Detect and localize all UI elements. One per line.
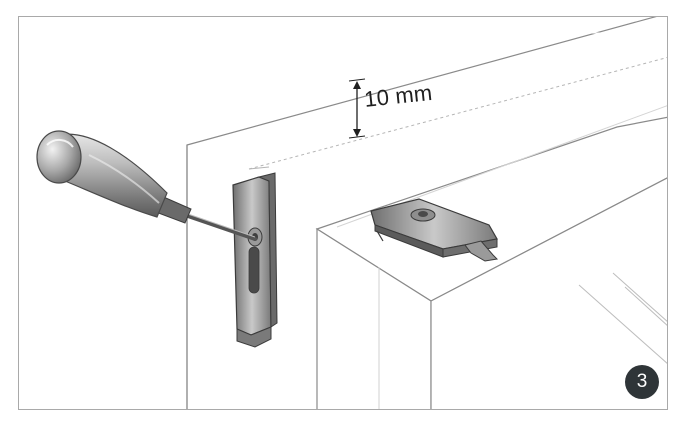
installation-illustration <box>19 17 667 409</box>
step-number-badge: 3 <box>625 365 659 399</box>
measurement-arrow <box>348 78 366 139</box>
diagram-frame: 10 mm <box>18 16 668 410</box>
top-mounting-bracket <box>370 198 499 262</box>
screwdriver <box>36 130 257 241</box>
side-mounting-bracket <box>232 172 278 348</box>
window-sash <box>315 105 667 409</box>
